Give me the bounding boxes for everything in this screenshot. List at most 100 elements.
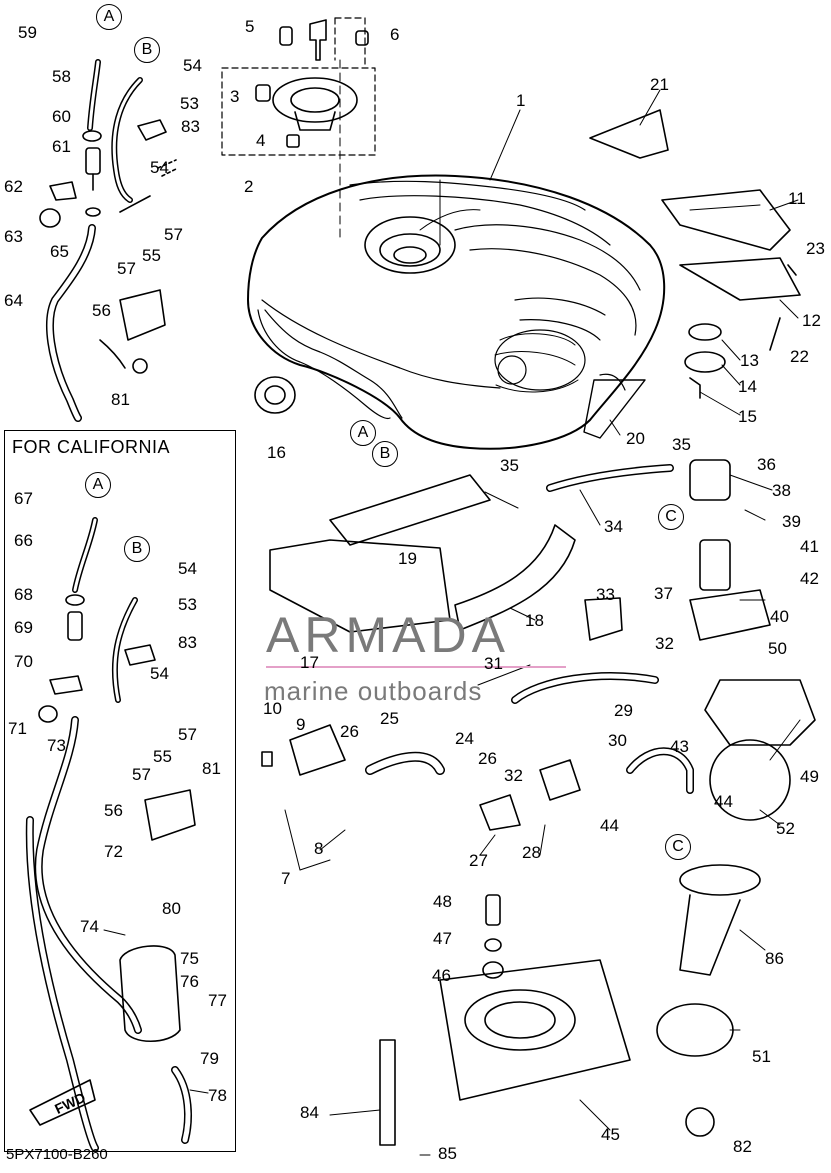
watermark-tagline: marine outboards (264, 676, 483, 706)
callout-26: 26 (340, 722, 359, 741)
callout-80: 80 (162, 899, 181, 918)
callout-56: 56 (92, 301, 111, 320)
connector-marker-c: C (658, 504, 684, 530)
callout-69: 69 (14, 618, 33, 637)
callout-6: 6 (390, 25, 400, 44)
callout-leader-lines (103, 89, 801, 1156)
callout-84: 84 (300, 1103, 319, 1122)
callout-61: 61 (52, 137, 71, 156)
callout-82: 82 (733, 1137, 752, 1156)
callout-54: 54 (150, 664, 169, 683)
callout-38: 38 (772, 481, 791, 500)
fuel-cock-parts (261, 459, 731, 831)
callout-75: 75 (180, 949, 199, 968)
callout-18: 18 (525, 611, 544, 630)
callout-9: 9 (296, 715, 306, 734)
breather-hose-parts (39, 59, 179, 422)
callout-40: 40 (770, 607, 789, 626)
callout-48: 48 (433, 892, 452, 911)
callout-30: 30 (608, 731, 627, 750)
callout-11: 11 (788, 189, 806, 208)
callout-81: 81 (111, 390, 130, 409)
callout-42: 42 (800, 569, 819, 588)
callout-62: 62 (4, 177, 23, 196)
callout-1: 1 (516, 91, 526, 110)
connector-marker-b: B (134, 37, 160, 63)
fuel-cap-assembly (221, 17, 441, 246)
callout-50: 50 (768, 639, 787, 658)
callout-70: 70 (14, 652, 33, 671)
callout-74: 74 (80, 917, 99, 936)
callout-3: 3 (230, 87, 240, 106)
callout-24: 24 (455, 729, 474, 748)
callout-67: 67 (14, 489, 33, 508)
callout-8: 8 (314, 839, 324, 858)
watermark-rule (266, 666, 566, 668)
callout-57: 57 (117, 259, 136, 278)
callout-35: 35 (672, 435, 691, 454)
diagram-part-code: 5PX7100-B260 (6, 1146, 108, 1163)
callout-83: 83 (178, 633, 197, 652)
callout-19: 19 (398, 549, 417, 568)
callout-56: 56 (104, 801, 123, 820)
seat-bracket-parts (583, 109, 801, 439)
callout-25: 25 (380, 709, 399, 728)
callout-52: 52 (776, 819, 795, 838)
callout-28: 28 (522, 843, 541, 862)
callout-36: 36 (757, 455, 776, 474)
callout-26: 26 (478, 749, 497, 768)
california-section-frame (4, 430, 236, 1152)
callout-12: 12 (802, 311, 821, 330)
callout-2: 2 (244, 177, 254, 196)
fuel-tank-part (247, 174, 666, 450)
callout-13: 13 (740, 351, 759, 370)
fuel-pump-parts (379, 539, 816, 1146)
callout-55: 55 (153, 747, 172, 766)
callout-31: 31 (484, 654, 503, 673)
california-emission-parts (25, 517, 196, 1152)
connector-marker-a: A (350, 420, 376, 446)
callout-21: 21 (650, 75, 669, 94)
callout-68: 68 (14, 585, 33, 604)
callout-16: 16 (267, 443, 286, 462)
callout-47: 47 (433, 929, 452, 948)
callout-57: 57 (164, 225, 183, 244)
callout-49: 49 (800, 767, 819, 786)
callout-4: 4 (256, 131, 266, 150)
callout-39: 39 (782, 512, 801, 531)
callout-81: 81 (202, 759, 221, 778)
callout-66: 66 (14, 531, 33, 550)
callout-20: 20 (626, 429, 645, 448)
callout-83: 83 (181, 117, 200, 136)
callout-23: 23 (806, 239, 825, 258)
callout-65: 65 (50, 242, 69, 261)
callout-72: 72 (104, 842, 123, 861)
callout-53: 53 (180, 94, 199, 113)
callout-86: 86 (765, 949, 784, 968)
callout-27: 27 (469, 851, 488, 870)
connector-marker-b: B (372, 441, 398, 467)
callout-41: 41 (800, 537, 819, 556)
connector-marker-a: A (96, 4, 122, 30)
callout-78: 78 (208, 1086, 227, 1105)
callout-58: 58 (52, 67, 71, 86)
callout-60: 60 (52, 107, 71, 126)
callout-37: 37 (654, 584, 673, 603)
callout-79: 79 (200, 1049, 219, 1068)
callout-43: 43 (670, 737, 689, 756)
callout-63: 63 (4, 227, 23, 246)
callout-57: 57 (178, 725, 197, 744)
callout-77: 77 (208, 991, 227, 1010)
watermark-brand: ARMADA (266, 607, 510, 663)
callout-32: 32 (655, 634, 674, 653)
callout-85: 85 (438, 1144, 457, 1163)
callout-51: 51 (752, 1047, 771, 1066)
callout-57: 57 (132, 765, 151, 784)
callout-54: 54 (150, 158, 169, 177)
callout-15: 15 (738, 407, 757, 426)
connector-marker-c: C (665, 834, 691, 860)
tank-pad-parts (254, 376, 576, 633)
connector-marker-a: A (85, 472, 111, 498)
